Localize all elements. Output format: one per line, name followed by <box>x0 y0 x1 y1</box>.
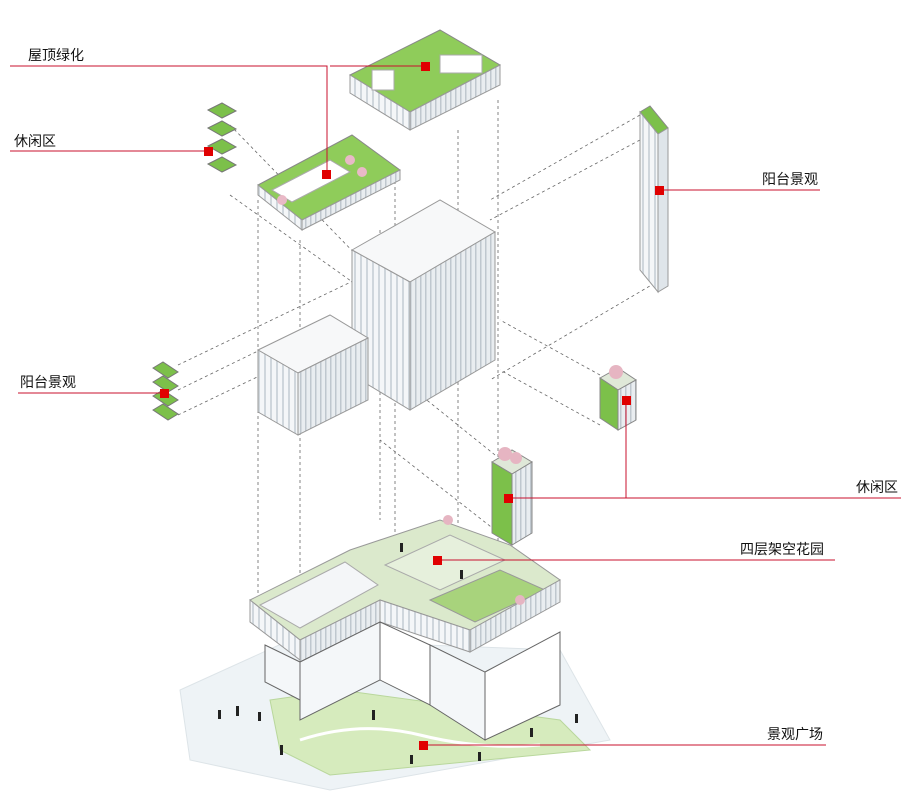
marker-balcony-right <box>655 186 664 195</box>
marker-leisure-right-upper <box>622 396 631 405</box>
marker-leisure-right-lower <box>504 494 513 503</box>
markers <box>160 62 664 750</box>
marker-roof-terrace <box>322 170 331 179</box>
marker-leisure-left <box>204 147 213 156</box>
main-tower <box>350 199 496 411</box>
leisure-pads-left <box>206 102 238 173</box>
marker-landscape-plaza <box>419 741 428 750</box>
podium <box>249 515 561 663</box>
roof-block-top <box>348 29 502 131</box>
leader-lines <box>10 65 901 746</box>
label-leisure-left: 休闲区 <box>14 134 56 150</box>
lower-left-block <box>256 314 370 436</box>
marker-podium-garden <box>433 556 442 565</box>
label-podium-garden: 四层架空花园 <box>740 542 824 558</box>
balcony-frame-right <box>639 105 669 294</box>
label-landscape-plaza: 景观广场 <box>767 727 823 743</box>
marker-roof-green <box>421 62 430 71</box>
label-leisure-right: 休闲区 <box>856 480 898 496</box>
label-roof-green: 屋顶绿化 <box>28 48 84 64</box>
marker-balcony-left <box>160 389 169 398</box>
ground-floor <box>264 621 561 741</box>
roof-terrace-mid <box>257 134 401 232</box>
label-balcony-right: 阳台景观 <box>762 172 818 188</box>
leisure-stack-right-lower <box>491 447 533 546</box>
label-balcony-left: 阳台景观 <box>20 375 76 391</box>
people <box>218 543 578 764</box>
